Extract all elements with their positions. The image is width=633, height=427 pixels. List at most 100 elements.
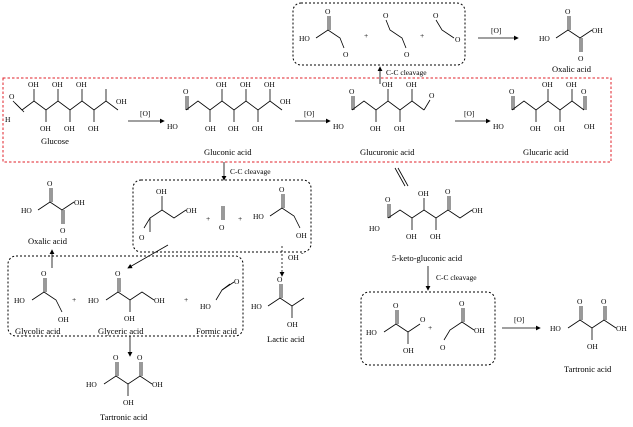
c2-c1-acids-box xyxy=(7,255,244,337)
c3-intermediates: OH OH O + O + HO O OH xyxy=(139,185,307,242)
top-intermediates-box xyxy=(292,2,466,66)
keto-gluconic-acid-structure: O HO OH OH OH O OH xyxy=(369,187,483,241)
gluconic-oh-atom: OH xyxy=(252,124,263,133)
glyceric-oh-atom: OH xyxy=(154,296,165,305)
oxidant-label: [O] xyxy=(514,315,524,324)
keto-o-atom: O xyxy=(445,187,451,196)
top-intermediates: HO O O + O O + O O xyxy=(299,7,461,59)
glucaric-oh-atom: OH xyxy=(584,122,595,131)
main-oxidation-highlight xyxy=(2,77,612,163)
glucuronic-acid-label: Glucuronic acid xyxy=(360,147,415,157)
glucaric-o-atom: O xyxy=(509,87,515,96)
hydroxypyruvaldehyde-oh-atom: OH xyxy=(474,326,485,335)
oxalic-o-atom: O xyxy=(578,54,584,63)
oxalic-o-atom: O xyxy=(565,7,571,16)
plus-sign: + xyxy=(206,214,210,223)
glucose-oh-atom: OH xyxy=(88,124,99,133)
arrow-to-acids-box xyxy=(127,244,169,269)
glyceric-ho-atom: HO xyxy=(88,296,99,305)
tartronic-o-atom: O xyxy=(113,353,119,362)
glyoxylic-o-atom: O xyxy=(325,7,331,16)
glucose-label: Glucose xyxy=(41,136,69,146)
glucose-o-atom: O xyxy=(9,92,15,101)
lactic-acid-label: Lactic acid xyxy=(267,334,305,344)
keto-oh-atom: OH xyxy=(430,232,441,241)
plus-sign: + xyxy=(238,214,242,223)
tartronic-acid-left-structure: HO O O OH OH xyxy=(86,353,163,407)
glucaric-oh-atom: OH xyxy=(566,80,577,89)
glucose-oh-atom: OH xyxy=(64,124,75,133)
oxidant-label: [O] xyxy=(464,109,474,118)
glyceraldehyde-o-atom: O xyxy=(139,233,145,242)
glycolic-o-atom: O xyxy=(41,269,47,278)
glucuronic-oh-atom: OH xyxy=(370,124,381,133)
tartronic-semialdehyde-o-atom: O xyxy=(420,315,426,324)
glucuronic-oh-atom: OH xyxy=(406,80,417,89)
gluconic-acid-structure: O HO OH OH OH OH OH OH OH xyxy=(167,80,291,133)
cleavage-label-middle: C-C cleavage xyxy=(230,167,271,176)
glucaric-oh-atom: OH xyxy=(554,124,565,133)
glyoxal-o-atom: O xyxy=(404,50,410,59)
tartronic-acid-left-label: Tartronic acid xyxy=(100,412,148,422)
glucuronic-o-atom: O xyxy=(349,87,355,96)
tartronic-oh-atom: OH xyxy=(616,324,627,333)
glyceraldehyde-oh-atom: OH xyxy=(156,187,167,196)
tartronic-oh-atom: OH xyxy=(123,398,134,407)
glucuronic-o-atom: O xyxy=(429,91,435,100)
glucuronic-oh-atom: OH xyxy=(382,80,393,89)
oxidant-label: [O] xyxy=(140,109,150,118)
glucaric-o-atom: O xyxy=(581,87,587,96)
glycolic-acid-label: Glycolic acid xyxy=(15,326,61,336)
oxalic-acid-left-structure: HO O O OH xyxy=(21,179,85,235)
formic-acid-label: Formic acid xyxy=(196,326,238,336)
plus-sign: + xyxy=(72,295,76,304)
glucuronic-oh-atom: OH xyxy=(394,124,405,133)
oxalic-ho-atom: HO xyxy=(21,206,32,215)
lactic-oh-atom: OH xyxy=(287,320,298,329)
glucuronic-acid-structure: O HO OH OH OH OH O xyxy=(333,80,435,133)
formic-o-atom: O xyxy=(234,277,240,286)
hydroxide-label: OH xyxy=(288,253,299,262)
glyoxal-o-atom: O xyxy=(433,11,439,20)
plus-sign: + xyxy=(428,323,432,332)
tartronic-oh-atom: OH xyxy=(587,342,598,351)
keto-o-atom: O xyxy=(385,195,391,204)
hydroxyacetone-oh-atom: OH xyxy=(296,231,307,240)
keto-oh-atom: OH xyxy=(418,189,429,198)
tartronic-semialdehyde-ho-atom: HO xyxy=(366,328,377,337)
gluconic-o-atom: O xyxy=(183,87,189,96)
oxalic-acid-top-structure: HO O O OH xyxy=(539,7,603,63)
keto-ho-atom: HO xyxy=(369,224,380,233)
cleavage-label-right: C-C cleavage xyxy=(436,273,477,282)
keto-oh-atom: OH xyxy=(406,232,417,241)
plus-sign: + xyxy=(420,31,424,40)
glyoxylic-ho-atom: HO xyxy=(299,34,310,43)
oxalic-ho-atom: HO xyxy=(539,34,550,43)
tartronic-o-atom: O xyxy=(601,297,607,306)
gluconic-oh-atom: OH xyxy=(240,80,251,89)
tartronic-oh-atom: OH xyxy=(152,380,163,389)
lactic-acid-structure: HO O OH xyxy=(251,275,305,329)
hydroxide-charge: - xyxy=(301,248,304,257)
tartronic-semialdehyde-o-atom: O xyxy=(393,301,399,310)
gluconic-oh-atom: OH xyxy=(205,124,216,133)
tautomer-arrow xyxy=(397,167,409,187)
lactic-ho-atom: HO xyxy=(251,302,262,311)
glyceric-oh-atom: OH xyxy=(124,314,135,323)
oxalic-o-atom: O xyxy=(60,226,66,235)
oxalic-oh-atom: OH xyxy=(74,198,85,207)
tartronic-acid-right-label: Tartronic acid xyxy=(564,364,612,374)
gluconic-oh-atom: OH xyxy=(264,80,275,89)
oxalic-o-atom: O xyxy=(47,179,53,188)
tartronic-o-atom: O xyxy=(577,297,583,306)
glucaric-acid-label: Glucaric acid xyxy=(523,147,569,157)
plus-sign: + xyxy=(184,295,188,304)
gluconic-oh-atom: OH xyxy=(216,80,227,89)
gluconic-ho-atom: HO xyxy=(167,122,178,131)
glucaric-oh-atom: OH xyxy=(542,80,553,89)
gluconic-oh-atom: OH xyxy=(280,97,291,106)
glucose-h-atom: H xyxy=(5,115,11,124)
oxidant-label: [O] xyxy=(491,26,501,35)
glyceraldehyde-oh-atom: OH xyxy=(186,206,197,215)
